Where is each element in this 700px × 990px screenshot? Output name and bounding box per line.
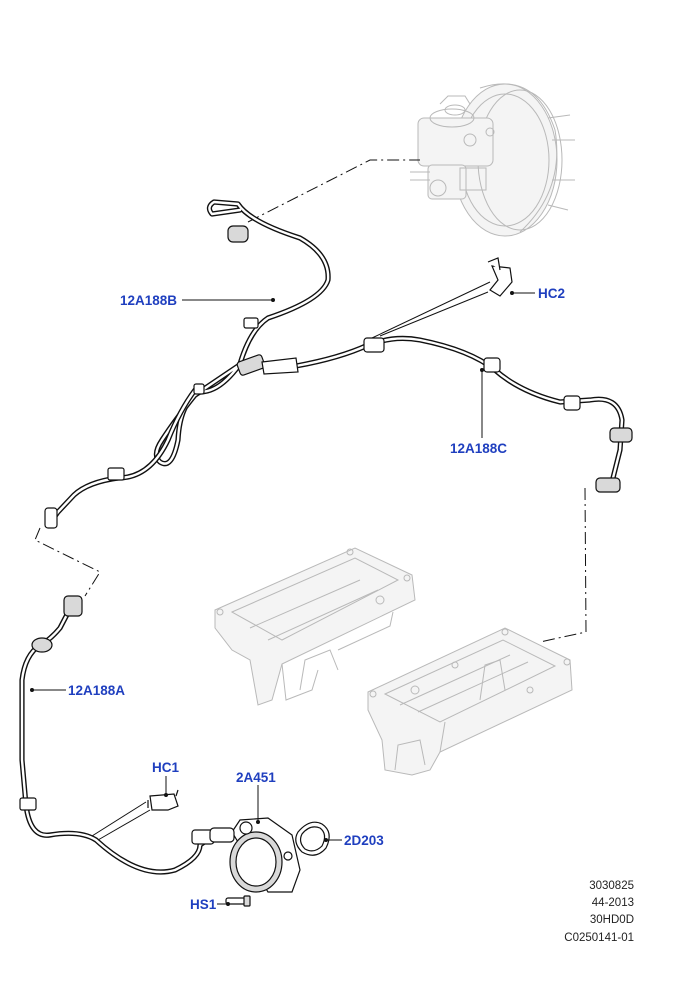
label-12a188a: 12A188A (68, 683, 125, 698)
callout-leaders (30, 291, 535, 906)
clip-hc2-icon (371, 257, 513, 339)
ref-code-1: 3030825 (589, 880, 634, 892)
brake-booster-illustration (410, 83, 575, 237)
label-2a451: 2A451 (236, 770, 276, 785)
sump-lower-illustration (367, 627, 573, 776)
seal-icon (295, 821, 330, 856)
ref-code-2: 44-2013 (592, 897, 634, 909)
hose-12a188b (44, 199, 331, 529)
ref-code-3: 30HD0D (590, 914, 634, 926)
label-12a188b: 12A188B (120, 293, 177, 308)
screw-icon (225, 895, 251, 907)
clip-hc1-icon (91, 789, 179, 841)
hose-12a188c (261, 335, 633, 493)
reference-lines (34, 159, 587, 643)
vacuum-pump-icon (209, 817, 301, 893)
label-12a188c: 12A188C (450, 441, 507, 456)
ref-code-4: C0250141-01 (564, 932, 634, 944)
label-hc2: HC2 (538, 286, 565, 301)
label-hc1: HC1 (152, 760, 179, 775)
label-2d203: 2D203 (344, 833, 384, 848)
connector-icon (227, 225, 249, 243)
hose-12a188a (19, 595, 215, 875)
sump-upper-illustration (214, 547, 416, 706)
inline-valve-icon (236, 354, 266, 376)
label-hs1: HS1 (190, 897, 217, 912)
